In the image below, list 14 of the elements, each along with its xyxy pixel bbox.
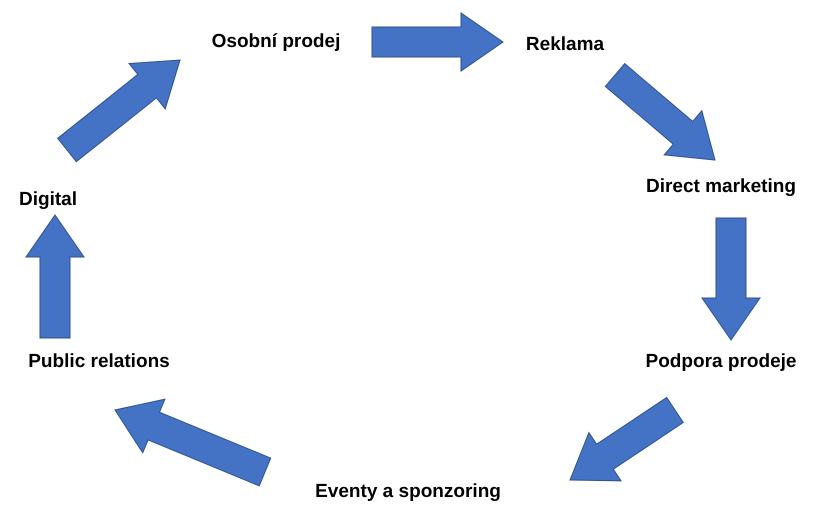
node-label: Public relations xyxy=(28,351,170,373)
node-label: Direct marketing xyxy=(646,176,796,198)
node-label: Eventy a sponzoring xyxy=(315,481,501,503)
block-arrow xyxy=(114,398,272,487)
node-label: Osobní prodej xyxy=(212,31,340,53)
block-arrow xyxy=(701,218,761,341)
block-arrow xyxy=(604,62,716,161)
block-arrow xyxy=(372,12,504,72)
block-arrow xyxy=(25,214,85,338)
node-label: Reklama xyxy=(526,34,604,56)
node-label: Podpora prodeje xyxy=(646,351,796,373)
block-arrow xyxy=(57,59,181,162)
block-arrow xyxy=(569,396,684,482)
node-label: Digital xyxy=(18,189,78,211)
